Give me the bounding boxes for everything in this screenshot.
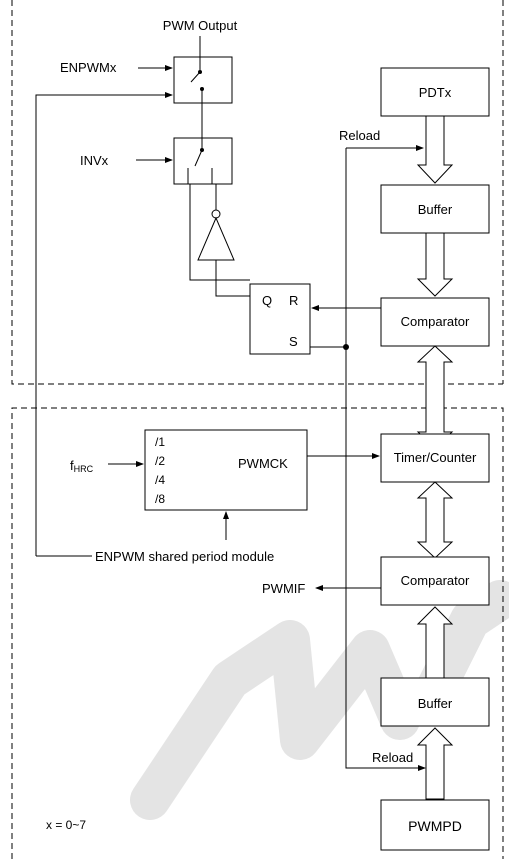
reload-top-label: Reload xyxy=(339,128,380,143)
enpwm-shared-label: ENPWM shared period module xyxy=(95,549,274,564)
invx-switch-icon xyxy=(187,138,213,184)
comparator-top-box xyxy=(380,297,490,347)
fhrc-label: fHRC xyxy=(70,458,94,474)
pwmck-label: PWMCK xyxy=(238,456,288,471)
invx-label: INVx xyxy=(80,153,109,168)
enpwmx-label: ENPWMx xyxy=(60,60,117,75)
lower-region-border xyxy=(11,407,504,859)
pdtx-to-buffer-arrow xyxy=(416,115,454,184)
clock-divider-box xyxy=(144,429,308,511)
buffer-top-label: Buffer xyxy=(418,202,453,217)
timer-counter-box xyxy=(380,433,490,483)
x-range-label: x = 0~7 xyxy=(46,818,86,832)
comparator-bottom-box xyxy=(380,556,490,606)
buffer-bottom-box xyxy=(380,677,490,727)
comparator-bottom-label: Comparator xyxy=(401,573,470,588)
q-output-wire xyxy=(189,184,250,281)
enpwm-shared-wire xyxy=(35,92,173,556)
upper-region-border xyxy=(11,0,504,385)
inverter-icon xyxy=(197,216,235,261)
buffer-to-comparator-bottom-arrow xyxy=(416,606,454,679)
flipflop-r-label: R xyxy=(289,293,298,308)
flipflop-q-label: Q xyxy=(262,293,272,308)
enpwmx-switch-icon xyxy=(190,57,204,103)
timer-comparator-top-arrow xyxy=(416,345,454,449)
buffer-bottom-label: Buffer xyxy=(418,696,453,711)
div-8-label: /8 xyxy=(155,492,165,506)
inverter-in-wire xyxy=(215,260,250,297)
invx-switch-box xyxy=(173,137,233,185)
sr-flipflop-box xyxy=(249,283,311,355)
flipflop-s-label: S xyxy=(289,334,298,349)
buffer-to-comparator-arrow xyxy=(416,232,454,297)
reload-vertical-wire xyxy=(345,148,426,771)
div-4-label: /4 xyxy=(155,473,165,487)
div-1-label: /1 xyxy=(155,435,165,449)
pwmpd-label: PWMPD xyxy=(408,818,462,834)
pwm-output-label: PWM Output xyxy=(163,18,238,33)
pwmpd-box xyxy=(380,799,490,851)
junction-dot xyxy=(343,344,349,350)
enpwmx-switch-box xyxy=(173,56,233,104)
comparator-top-label: Comparator xyxy=(401,314,470,329)
pwmif-label: PWMIF xyxy=(262,581,305,596)
timer-comparator-bottom-arrow xyxy=(416,481,454,559)
pdtx-label: PDTx xyxy=(419,85,452,100)
div-2-label: /2 xyxy=(155,454,165,468)
pwmpd-to-buffer-arrow xyxy=(416,727,454,800)
buffer-top-box xyxy=(380,184,490,234)
timer-counter-label: Timer/Counter xyxy=(394,450,477,465)
reload-bottom-label: Reload xyxy=(372,750,413,765)
